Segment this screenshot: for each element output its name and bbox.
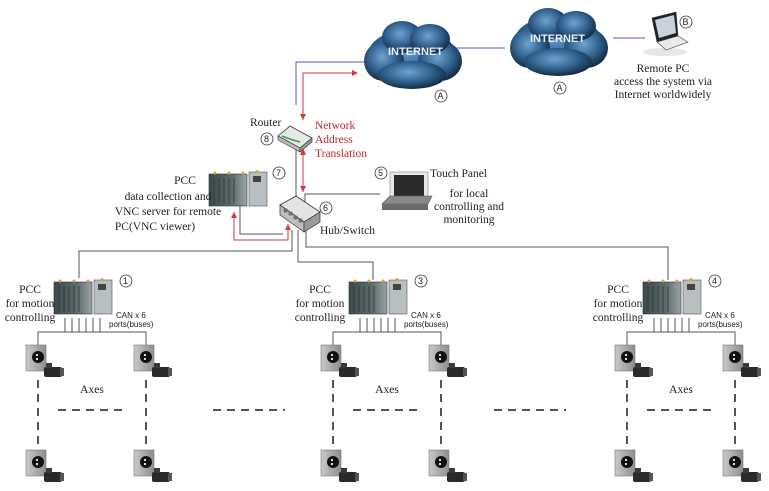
pcc-motion-label-2: controlling bbox=[295, 312, 346, 324]
can-label-1: CAN x 6 bbox=[116, 311, 146, 320]
badge-pcc-motion: 1 bbox=[119, 274, 133, 288]
axes-label: Axes bbox=[669, 384, 693, 396]
svg-text:5: 5 bbox=[378, 168, 383, 178]
can-label-2: ports(buses) bbox=[109, 320, 154, 329]
link-hub-pcc4 bbox=[305, 230, 669, 280]
pcc-motion-device-icon bbox=[642, 277, 702, 315]
hub-switch-icon bbox=[279, 195, 321, 233]
badge-pcc-vnc: 7 bbox=[272, 166, 286, 180]
axes-label: Axes bbox=[80, 384, 104, 396]
cloud-label: INTERNET bbox=[530, 33, 585, 45]
pcc-motion-label-1: for motion bbox=[6, 298, 55, 310]
svg-text:8: 8 bbox=[264, 134, 269, 144]
servo-drive-motor-icon bbox=[428, 344, 468, 378]
can-label-1: CAN x 6 bbox=[411, 311, 441, 320]
badge-router: 8 bbox=[260, 132, 274, 146]
link-pcc7-hub bbox=[239, 205, 283, 235]
router-label: Router bbox=[250, 117, 281, 129]
hub-switch-label: Hub/Switch bbox=[320, 225, 375, 237]
nat-label-2: Address bbox=[315, 134, 353, 146]
blue-link-router-to-internet bbox=[295, 61, 365, 105]
svg-text:1: 1 bbox=[123, 276, 128, 286]
internet-cloud-1: INTERNET bbox=[364, 21, 462, 89]
arrow-head bbox=[300, 114, 306, 120]
can-label-2: ports(buses) bbox=[698, 320, 743, 329]
servo-drive-motor-icon bbox=[428, 449, 468, 483]
pcc-motion-label-0: PCC bbox=[607, 284, 629, 296]
pcc-vnc-device-icon bbox=[208, 169, 268, 207]
arrow-head bbox=[352, 70, 358, 76]
remote-pc-label: Remote PC bbox=[637, 63, 690, 75]
nat-label-1: Network bbox=[315, 120, 355, 132]
cloud-label: INTERNET bbox=[388, 46, 443, 58]
badge-pcc-motion: 4 bbox=[708, 274, 722, 288]
laptop-icon bbox=[643, 11, 689, 56]
pcc-vnc-title: PCC bbox=[174, 175, 196, 187]
servo-drive-motor-icon bbox=[320, 344, 360, 378]
pcc-motion-label-1: for motion bbox=[296, 298, 345, 310]
svg-text:7: 7 bbox=[276, 168, 281, 178]
servo-drive-motor-icon bbox=[25, 449, 65, 483]
pcc-motion-label-1: for motion bbox=[594, 298, 643, 310]
axes-label: Axes bbox=[375, 384, 399, 396]
svg-text:4: 4 bbox=[712, 276, 717, 286]
arrow-head bbox=[300, 186, 306, 192]
arrow-head bbox=[300, 148, 306, 155]
can-label-2: ports(buses) bbox=[404, 320, 449, 329]
badge-pcc-motion: 3 bbox=[414, 274, 428, 288]
pcc-vnc-desc-1: data collection and bbox=[125, 191, 212, 203]
can-bus-line bbox=[626, 331, 736, 350]
badge-hub: 6 bbox=[319, 201, 333, 215]
pcc-motion-device-icon bbox=[53, 277, 113, 315]
link-hub-pcc3 bbox=[297, 230, 374, 280]
arrow-head bbox=[231, 212, 237, 218]
servo-drive-motor-icon bbox=[722, 449, 762, 483]
pcc-motion-label-2: controlling bbox=[593, 312, 644, 324]
badge-a-1: A bbox=[434, 89, 448, 103]
pcc-motion-device-icon bbox=[348, 277, 408, 315]
badge-b: B bbox=[679, 15, 693, 29]
servo-drive-motor-icon bbox=[133, 344, 173, 378]
red-vnc-path bbox=[233, 212, 289, 241]
can-bus-line bbox=[37, 331, 147, 350]
servo-drive-motor-icon bbox=[614, 344, 654, 378]
arrow-head bbox=[285, 224, 291, 230]
can-bus-line bbox=[332, 331, 442, 350]
badge-a-2: A bbox=[553, 81, 567, 95]
internet-cloud-2: INTERNET bbox=[510, 8, 608, 76]
red-nat-path bbox=[302, 72, 352, 120]
badge-touch-panel: 5 bbox=[374, 166, 388, 180]
touch-panel-desc-1: for local bbox=[450, 188, 489, 200]
touch-panel-desc-2: controlling and bbox=[434, 201, 504, 213]
touch-panel-icon bbox=[381, 171, 433, 210]
servo-drive-motor-icon bbox=[614, 449, 654, 483]
servo-drive-motor-icon bbox=[722, 344, 762, 378]
servo-drive-motor-icon bbox=[320, 449, 360, 483]
remote-pc-desc-2: Internet worldwidely bbox=[615, 89, 712, 101]
svg-text:A: A bbox=[557, 83, 563, 93]
servo-drive-motor-icon bbox=[25, 344, 65, 378]
svg-text:3: 3 bbox=[418, 276, 423, 286]
touch-panel-desc-3: monitoring bbox=[443, 214, 494, 226]
remote-pc-desc-1: access the system via bbox=[614, 76, 712, 88]
pcc-vnc-desc-2: VNC server for remote bbox=[115, 206, 221, 218]
pcc-motion-label-0: PCC bbox=[19, 284, 41, 296]
svg-text:B: B bbox=[683, 17, 689, 27]
pcc-vnc-desc-3: PC(VNC viewer) bbox=[115, 221, 195, 233]
svg-text:6: 6 bbox=[323, 203, 328, 213]
svg-text:A: A bbox=[438, 91, 444, 101]
nat-label-3: Translation bbox=[315, 148, 367, 160]
pcc-motion-label-0: PCC bbox=[309, 284, 331, 296]
pcc-motion-label-2: controlling bbox=[5, 312, 56, 324]
servo-drive-motor-icon bbox=[133, 449, 173, 483]
router-icon bbox=[277, 125, 313, 153]
can-label-1: CAN x 6 bbox=[705, 311, 735, 320]
link-hub-pcc1 bbox=[78, 230, 293, 278]
touch-panel-title: Touch Panel bbox=[430, 168, 487, 180]
